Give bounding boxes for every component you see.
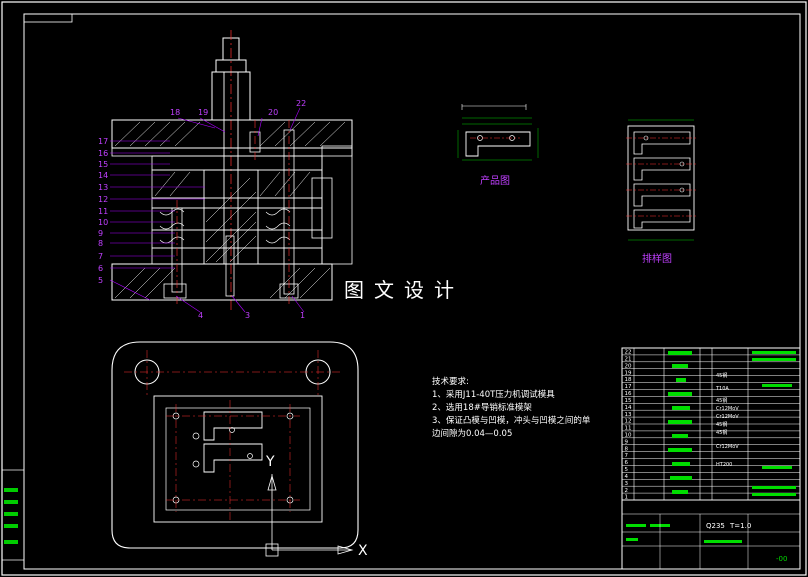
- part-no-15: 15: [98, 160, 108, 169]
- corner-tag: [23, 13, 73, 23]
- part-no-13: 13: [98, 183, 108, 192]
- tech-req-line-2: 2、选用18#导销标准模架: [432, 402, 532, 413]
- bom-mat-ht: HT200: [716, 462, 732, 468]
- bom-mat-45-d: 45钢: [716, 429, 727, 436]
- bom-mat-cr-a: Cr12MoV: [716, 406, 739, 412]
- part-no-17: 17: [98, 137, 108, 146]
- bom-row-number: 14: [625, 405, 632, 411]
- part-no-20: 20: [268, 108, 278, 117]
- part-no-16: 16: [98, 149, 108, 158]
- bom-mat-45-a: 45钢: [716, 372, 727, 379]
- bom-row-number: 7: [625, 453, 629, 459]
- title-block: [621, 499, 801, 570]
- tech-req-line-1: 1、采用J11-40T压力机调试模具: [432, 389, 555, 400]
- bom-row-number: 18: [625, 377, 632, 383]
- bom-row-number: 3: [625, 481, 629, 487]
- part-no-8: 8: [98, 239, 103, 248]
- part-number-labels: 18 19 20 22 17 16 15 14 13 12 11 10 9 8 …: [98, 99, 306, 320]
- part-no-14: 14: [98, 171, 108, 180]
- title-block-thickness: T=1.0: [729, 522, 751, 530]
- bom-row-number: 15: [625, 398, 632, 404]
- strip-layout-view: [626, 119, 696, 241]
- bom-row-number: 8: [625, 446, 629, 452]
- technical-requirements: 技术要求: 1、采用J11-40T压力机调试模具 2、选用18#导销标准模架 3…: [432, 376, 591, 439]
- product-view-label: 产品图: [480, 174, 510, 187]
- part-no-19: 19: [198, 108, 208, 117]
- bom-row-number: 17: [625, 384, 632, 390]
- bom-row-number: 13: [625, 412, 632, 418]
- bom-mat-45-c: 45钢: [716, 421, 727, 428]
- bom-row-number: 19: [625, 370, 632, 376]
- part-no-1: 1: [300, 311, 305, 320]
- bom-row-number: 2: [625, 488, 629, 494]
- die-section-view: [109, 30, 353, 313]
- bom-row-number: 20: [625, 363, 632, 369]
- part-no-4: 4: [198, 311, 203, 320]
- bom-row-number: 5: [625, 467, 629, 473]
- part-no-3: 3: [245, 311, 250, 320]
- bom-row-number: 21: [625, 357, 632, 363]
- bom-row-number: 11: [625, 426, 632, 432]
- product-view: [457, 104, 539, 161]
- bom-row-number: 10: [625, 433, 632, 439]
- bom-row-number: 12: [625, 419, 632, 425]
- bom-row-number: 22: [625, 350, 632, 356]
- bom-row-number: 6: [625, 460, 629, 466]
- part-no-6: 6: [98, 264, 103, 273]
- part-no-5: 5: [98, 276, 103, 285]
- layout-view-label: 排样图: [642, 252, 672, 265]
- bom-mat-cr-b: Cr12MoV: [716, 414, 739, 420]
- part-no-18: 18: [170, 108, 180, 117]
- part-no-7: 7: [98, 252, 103, 261]
- title-block-material: Q235: [706, 522, 725, 530]
- tech-req-title: 技术要求:: [432, 376, 469, 387]
- inner-frame: [23, 13, 801, 570]
- part-no-22: 22: [296, 99, 306, 108]
- bom-mat-t10: T10A: [715, 386, 729, 392]
- part-no-11: 11: [98, 207, 108, 216]
- tech-req-line-4: 边间隙为0.04—0.05: [432, 428, 512, 439]
- axis-x-label: X: [358, 543, 368, 559]
- bom-mat-cr-c: Cr12MoV: [716, 444, 739, 450]
- bom-row-number: 1: [625, 495, 629, 501]
- left-margin-block: [1, 469, 25, 561]
- tech-req-line-3: 3、保证凸模与凹模，冲头与凹模之间的单: [432, 415, 591, 426]
- part-no-10: 10: [98, 218, 108, 227]
- bom-mat-45-b: 45钢: [716, 397, 727, 404]
- title-block-drawing-number: -00: [776, 555, 787, 563]
- bom-row-number: 16: [625, 391, 632, 397]
- bom-row-number: 4: [625, 474, 629, 480]
- bom-row-number: 9: [625, 439, 629, 445]
- axis-y-label: Y: [265, 454, 275, 470]
- watermark-text: 图文设计: [344, 278, 464, 302]
- coordinate-axes: [265, 474, 354, 557]
- part-no-12: 12: [98, 195, 108, 204]
- part-no-9: 9: [98, 229, 103, 238]
- lower-die-plan-view: [111, 341, 359, 549]
